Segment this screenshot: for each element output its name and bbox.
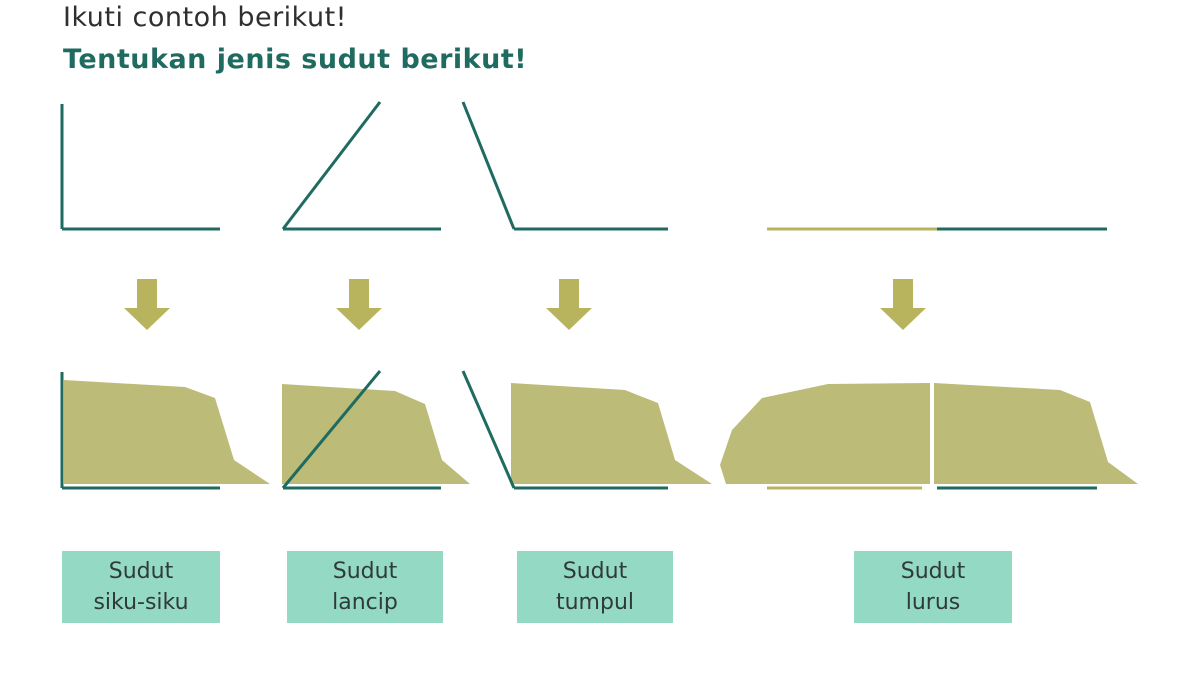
label-line-2: lurus (905, 590, 961, 615)
angle-figure-tumpul (461, 101, 668, 231)
angle-figure-siku-siku (60, 104, 220, 231)
angle-figure-lancip (281, 101, 441, 231)
fold-comparison-lurus (720, 383, 1138, 490)
label-line-2: siku-siku (93, 590, 189, 615)
fold-comparison-lancip (281, 370, 470, 490)
label-sudut-lurus: Sudut lurus (854, 551, 1012, 623)
down-arrow-icon (124, 279, 170, 330)
label-line-2: tumpul (555, 590, 635, 615)
fold-comparison-tumpul (461, 370, 712, 490)
label-line-1: Sudut (108, 559, 174, 584)
instruction-heading: Ikuti contoh berikut! (63, 2, 348, 33)
down-arrow-icon (880, 279, 926, 330)
label-sudut-lancip: Sudut lancip (287, 551, 443, 623)
down-arrow-icon (546, 279, 592, 330)
label-line-1: Sudut (332, 559, 398, 584)
fold-comparison-siku-siku (60, 372, 270, 490)
label-sudut-tumpul: Sudut tumpul (517, 551, 673, 623)
label-line-1: Sudut (900, 559, 966, 584)
task-heading: Tentukan jenis sudut berikut! (63, 44, 528, 75)
label-line-2: lancip (332, 590, 398, 615)
label-line-1: Sudut (562, 559, 628, 584)
label-sudut-siku-siku: Sudut siku-siku (62, 551, 220, 623)
down-arrow-icon (336, 279, 382, 330)
